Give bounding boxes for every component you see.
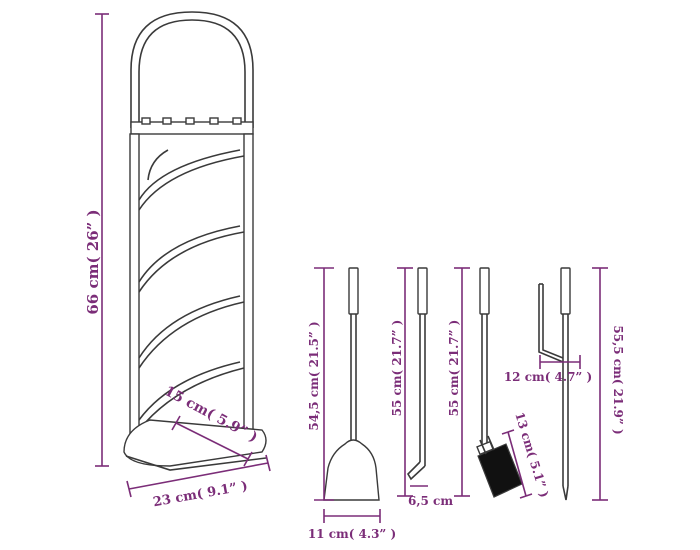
poker-height-dimension: 55,5 cm( 21.9” ) bbox=[592, 267, 625, 501]
brush-height-dimension: 55 cm( 21.7” ) bbox=[447, 267, 470, 497]
shovel-icon bbox=[323, 267, 380, 501]
tongs-width-label: 6,5 cm bbox=[408, 494, 453, 508]
poker-height-label: 55,5 cm( 21.9” ) bbox=[611, 325, 625, 434]
shovel-height-dimension: 54,5 cm( 21.5” ) bbox=[307, 267, 334, 501]
shovel-height-label: 54,5 cm( 21.5” ) bbox=[307, 321, 321, 430]
shovel-width-label: 11 cm( 4.3” ) bbox=[308, 527, 396, 541]
stand-width-label: 23 cm( 9.1” ) bbox=[152, 479, 249, 510]
poker-width-label: 12 cm( 4.7” ) bbox=[504, 370, 592, 384]
tongs-width-dimension: 6,5 cm bbox=[408, 485, 453, 508]
stand-height-label: 66 cm( 26” ) bbox=[84, 209, 102, 314]
poker-width-dimension: 12 cm( 4.7” ) bbox=[504, 355, 592, 384]
poker-icon bbox=[538, 267, 571, 501]
brush-icon bbox=[476, 267, 523, 498]
shovel-width-dimension: 11 cm( 4.3” ) bbox=[308, 509, 396, 541]
fireplace-tool-stand-icon bbox=[123, 11, 267, 471]
tongs-icon bbox=[406, 267, 428, 481]
tongs-height-dimension: 55 cm( 21.7” ) bbox=[390, 267, 413, 497]
brush-height-label: 55 cm( 21.7” ) bbox=[447, 320, 461, 417]
tongs-height-label: 55 cm( 21.7” ) bbox=[390, 320, 404, 417]
stand-height-dimension: 66 cm( 26” ) bbox=[84, 13, 109, 467]
